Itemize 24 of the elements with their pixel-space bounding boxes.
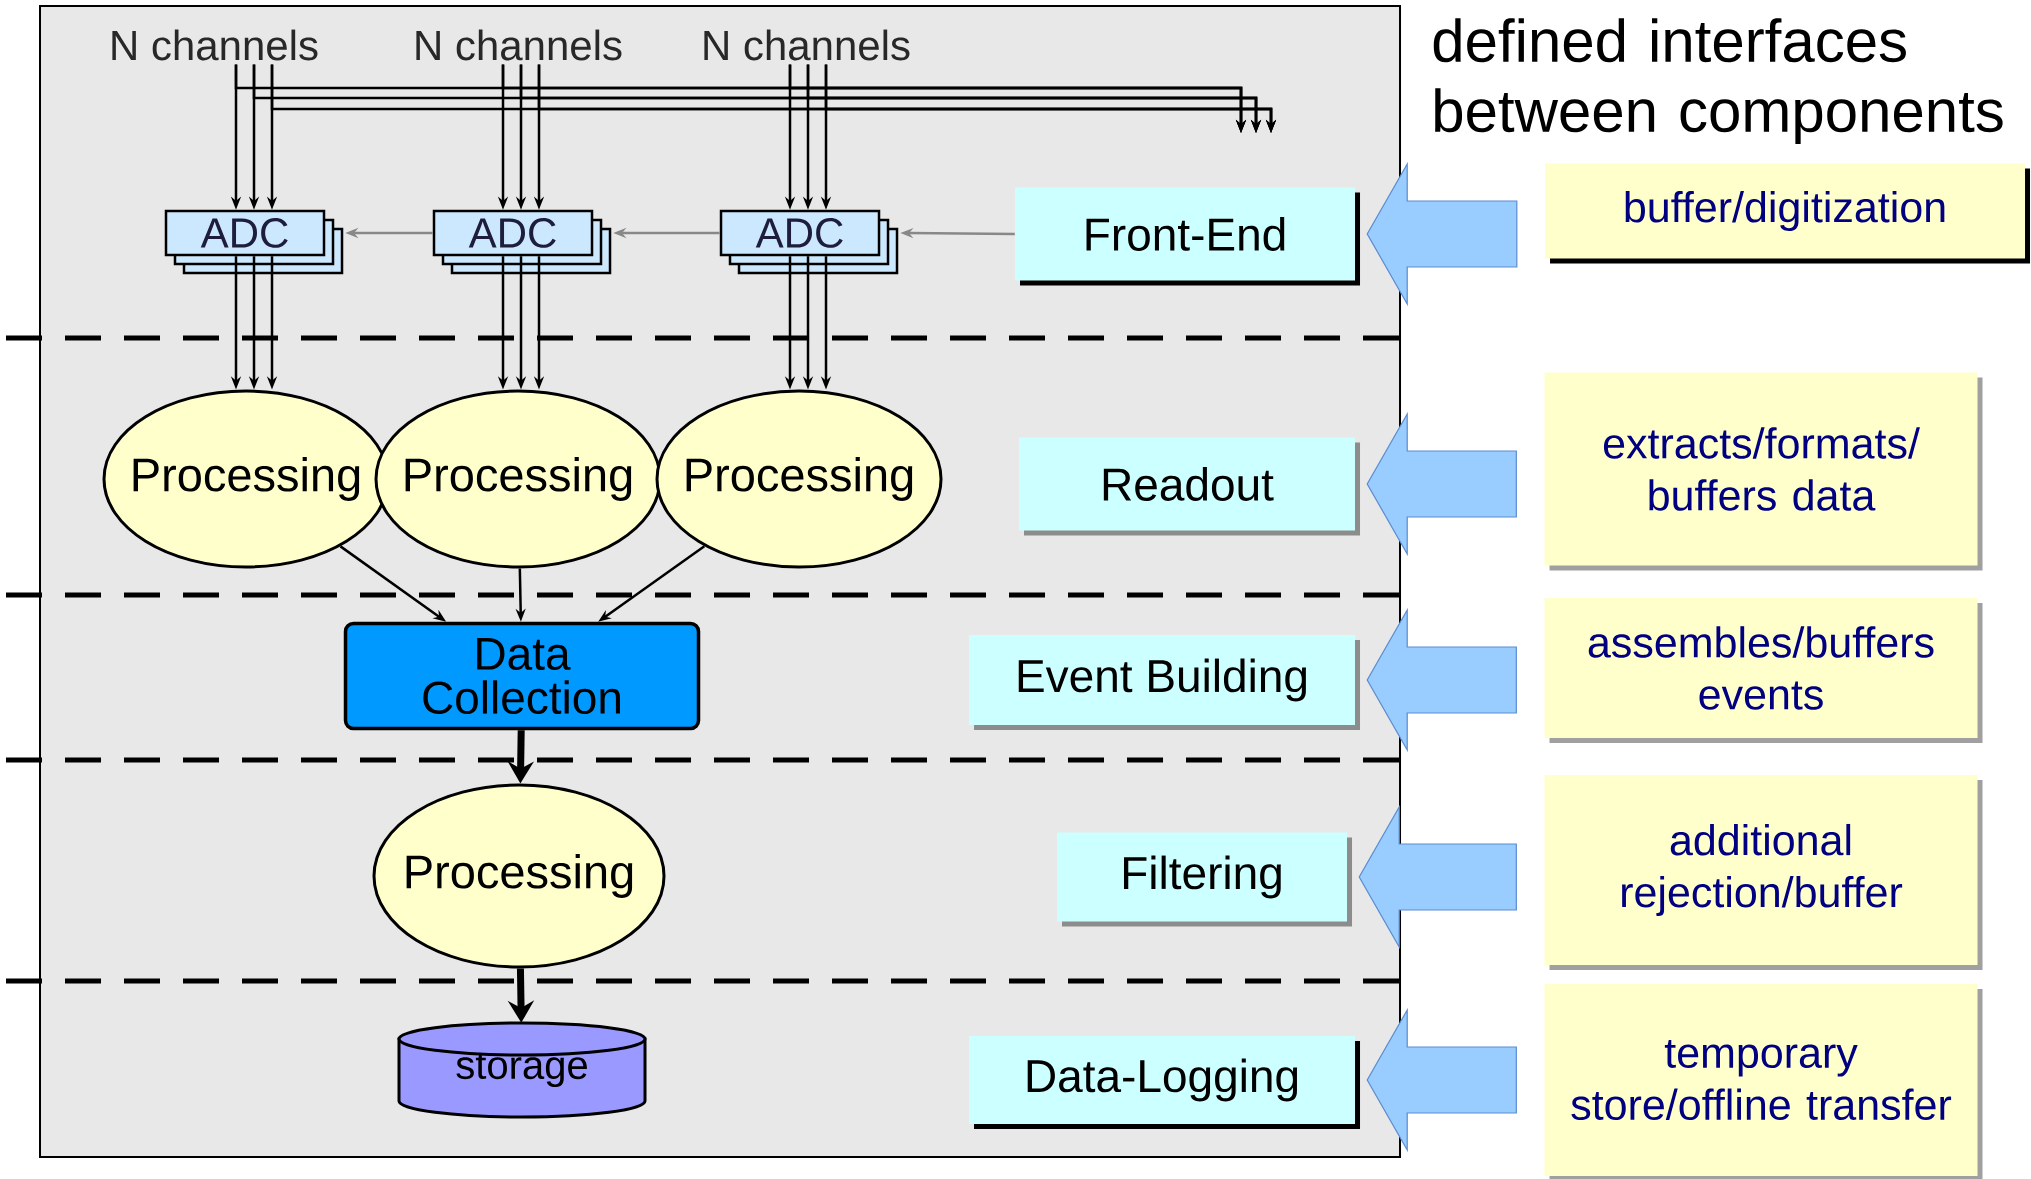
adc-box: ADC <box>719 209 899 275</box>
description-box: assembles/buffers events <box>1544 598 1983 743</box>
stage-label: Filtering <box>1057 832 1352 927</box>
data-collection-box: Data Collection <box>343 621 701 731</box>
channel-label: N channels <box>704 29 910 61</box>
stage-label: Event Building <box>969 635 1360 730</box>
description-box: additional rejection/buffer <box>1544 775 1983 970</box>
block-arrow <box>1366 161 1518 307</box>
block-arrow <box>1366 1007 1517 1153</box>
block-arrow <box>1358 804 1517 950</box>
description-box: extracts/formats/ buffers data <box>1544 372 1983 571</box>
title: defined interfaces between components <box>1433 18 2003 145</box>
block-arrow <box>1366 607 1517 753</box>
storage-cylinder: storage <box>397 1021 647 1119</box>
description-box: buffer/digitization <box>1545 163 2030 264</box>
description-box: temporary store/offline transfer <box>1544 984 1983 1179</box>
stage-label: Data-Logging <box>969 1036 1360 1129</box>
block-arrow <box>1366 411 1517 557</box>
stage-label: Front-End <box>1015 187 1360 286</box>
channel-label: N channels <box>416 29 622 61</box>
stage-label: Readout <box>1019 437 1360 536</box>
adc-box: ADC <box>432 209 612 275</box>
channel-label: N channels <box>112 29 318 61</box>
adc-box: ADC <box>164 209 344 275</box>
